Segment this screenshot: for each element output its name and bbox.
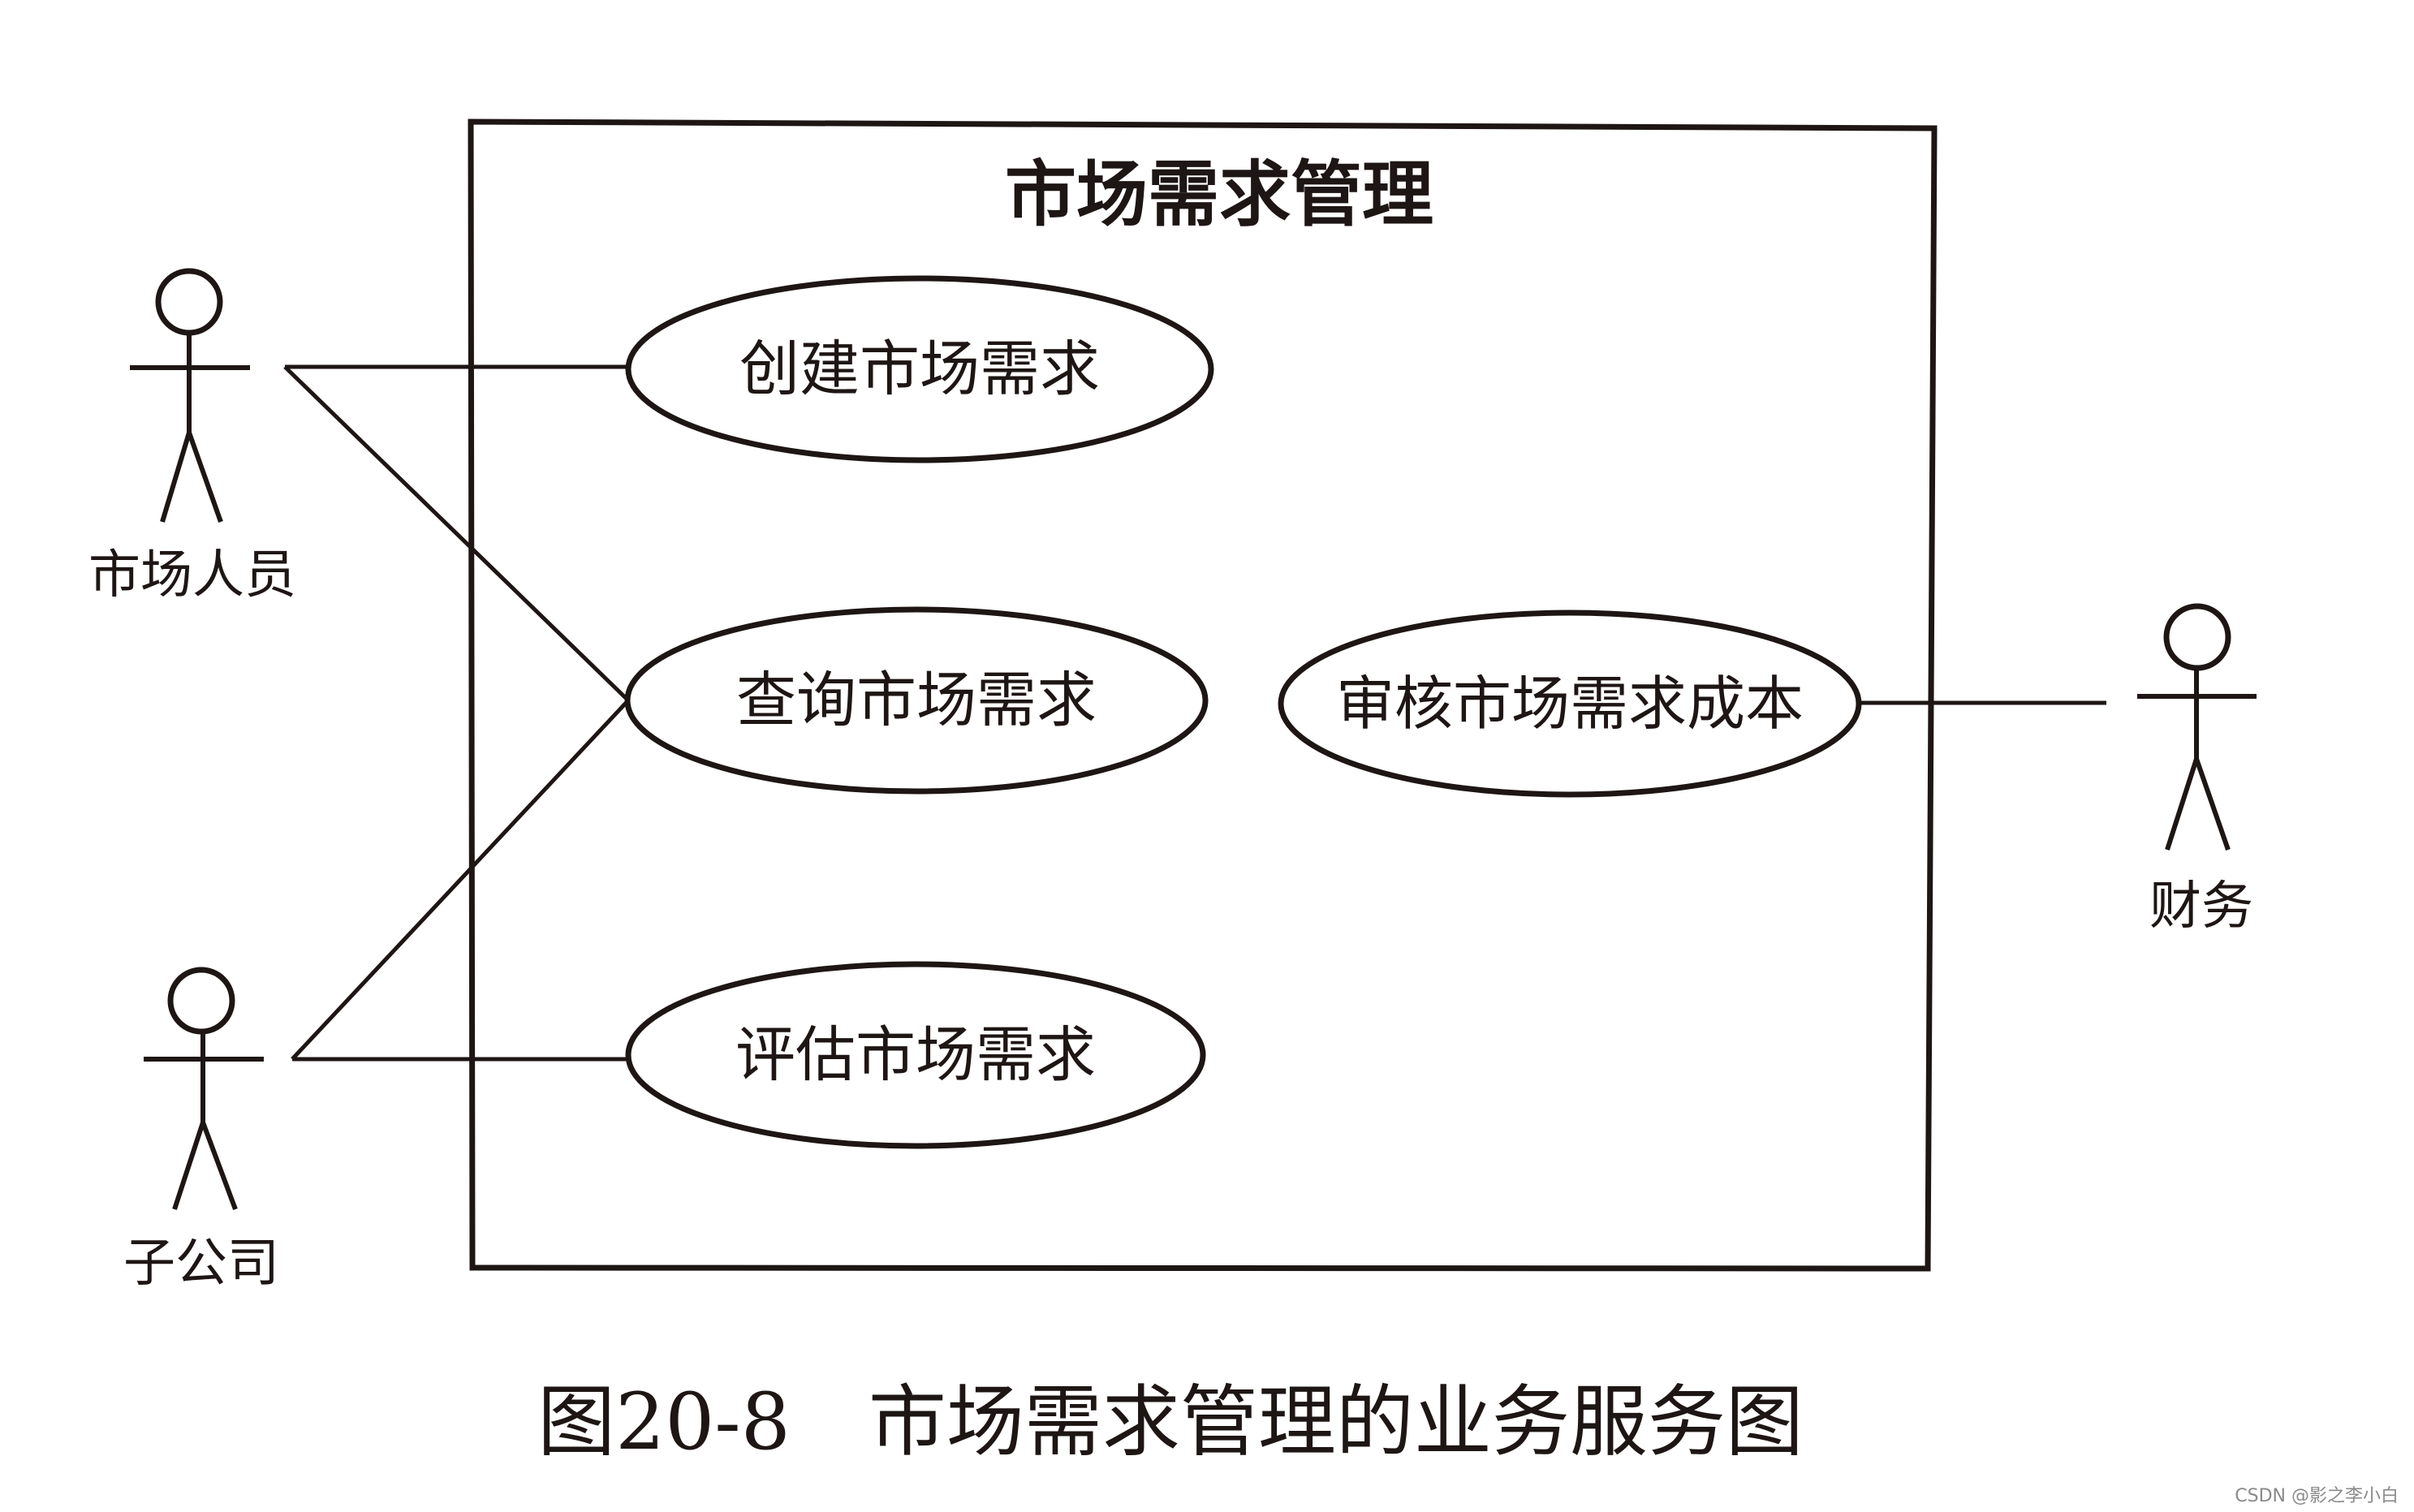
actor-stick-figure-icon xyxy=(144,967,264,1211)
actor-label: 财务 xyxy=(2149,877,2253,937)
use-case-ellipse xyxy=(624,606,1209,795)
use-case-ellipse xyxy=(625,961,1206,1149)
system-boundary-title: 市场需求管理 xyxy=(1005,153,1433,236)
use-case-query[interactable]: 查询市场需求 xyxy=(624,606,1209,795)
system-boundary-box xyxy=(468,118,1938,1272)
actor-stick-figure-icon xyxy=(130,268,250,523)
actor-market-staff[interactable]: 市场人员 xyxy=(88,268,296,605)
use-case-label: 创建市场需求 xyxy=(739,334,1100,404)
actor-finance[interactable]: 财务 xyxy=(2137,603,2257,937)
actor-stick-figure-icon xyxy=(2137,603,2257,851)
use-case-label: 查询市场需求 xyxy=(736,666,1097,735)
use-case-ellipse xyxy=(1278,610,1862,798)
association-market-staff-query xyxy=(283,365,630,702)
associations xyxy=(283,364,2106,1062)
association-subsidiary-query xyxy=(291,699,630,1061)
system-boundary: 市场需求管理 xyxy=(468,118,1938,1272)
use-case-evaluate[interactable]: 评估市场需求 xyxy=(625,961,1206,1149)
actor-label: 市场人员 xyxy=(88,545,296,605)
figure-caption: 图20-8 市场需求管理的业务服务图 xyxy=(537,1376,1804,1467)
use-case-create[interactable]: 创建市场需求 xyxy=(625,275,1214,463)
actor-label: 子公司 xyxy=(123,1234,279,1294)
use-case-review-cost[interactable]: 审核市场需求成本 xyxy=(1278,610,1862,798)
use-case-ellipse xyxy=(625,275,1214,463)
use-case-label: 评估市场需求 xyxy=(735,1020,1096,1090)
actor-subsidiary[interactable]: 子公司 xyxy=(123,967,279,1294)
watermark: CSDN @影之李小白 xyxy=(2235,1486,2399,1506)
use-case-label: 审核市场需求成本 xyxy=(1336,670,1804,738)
